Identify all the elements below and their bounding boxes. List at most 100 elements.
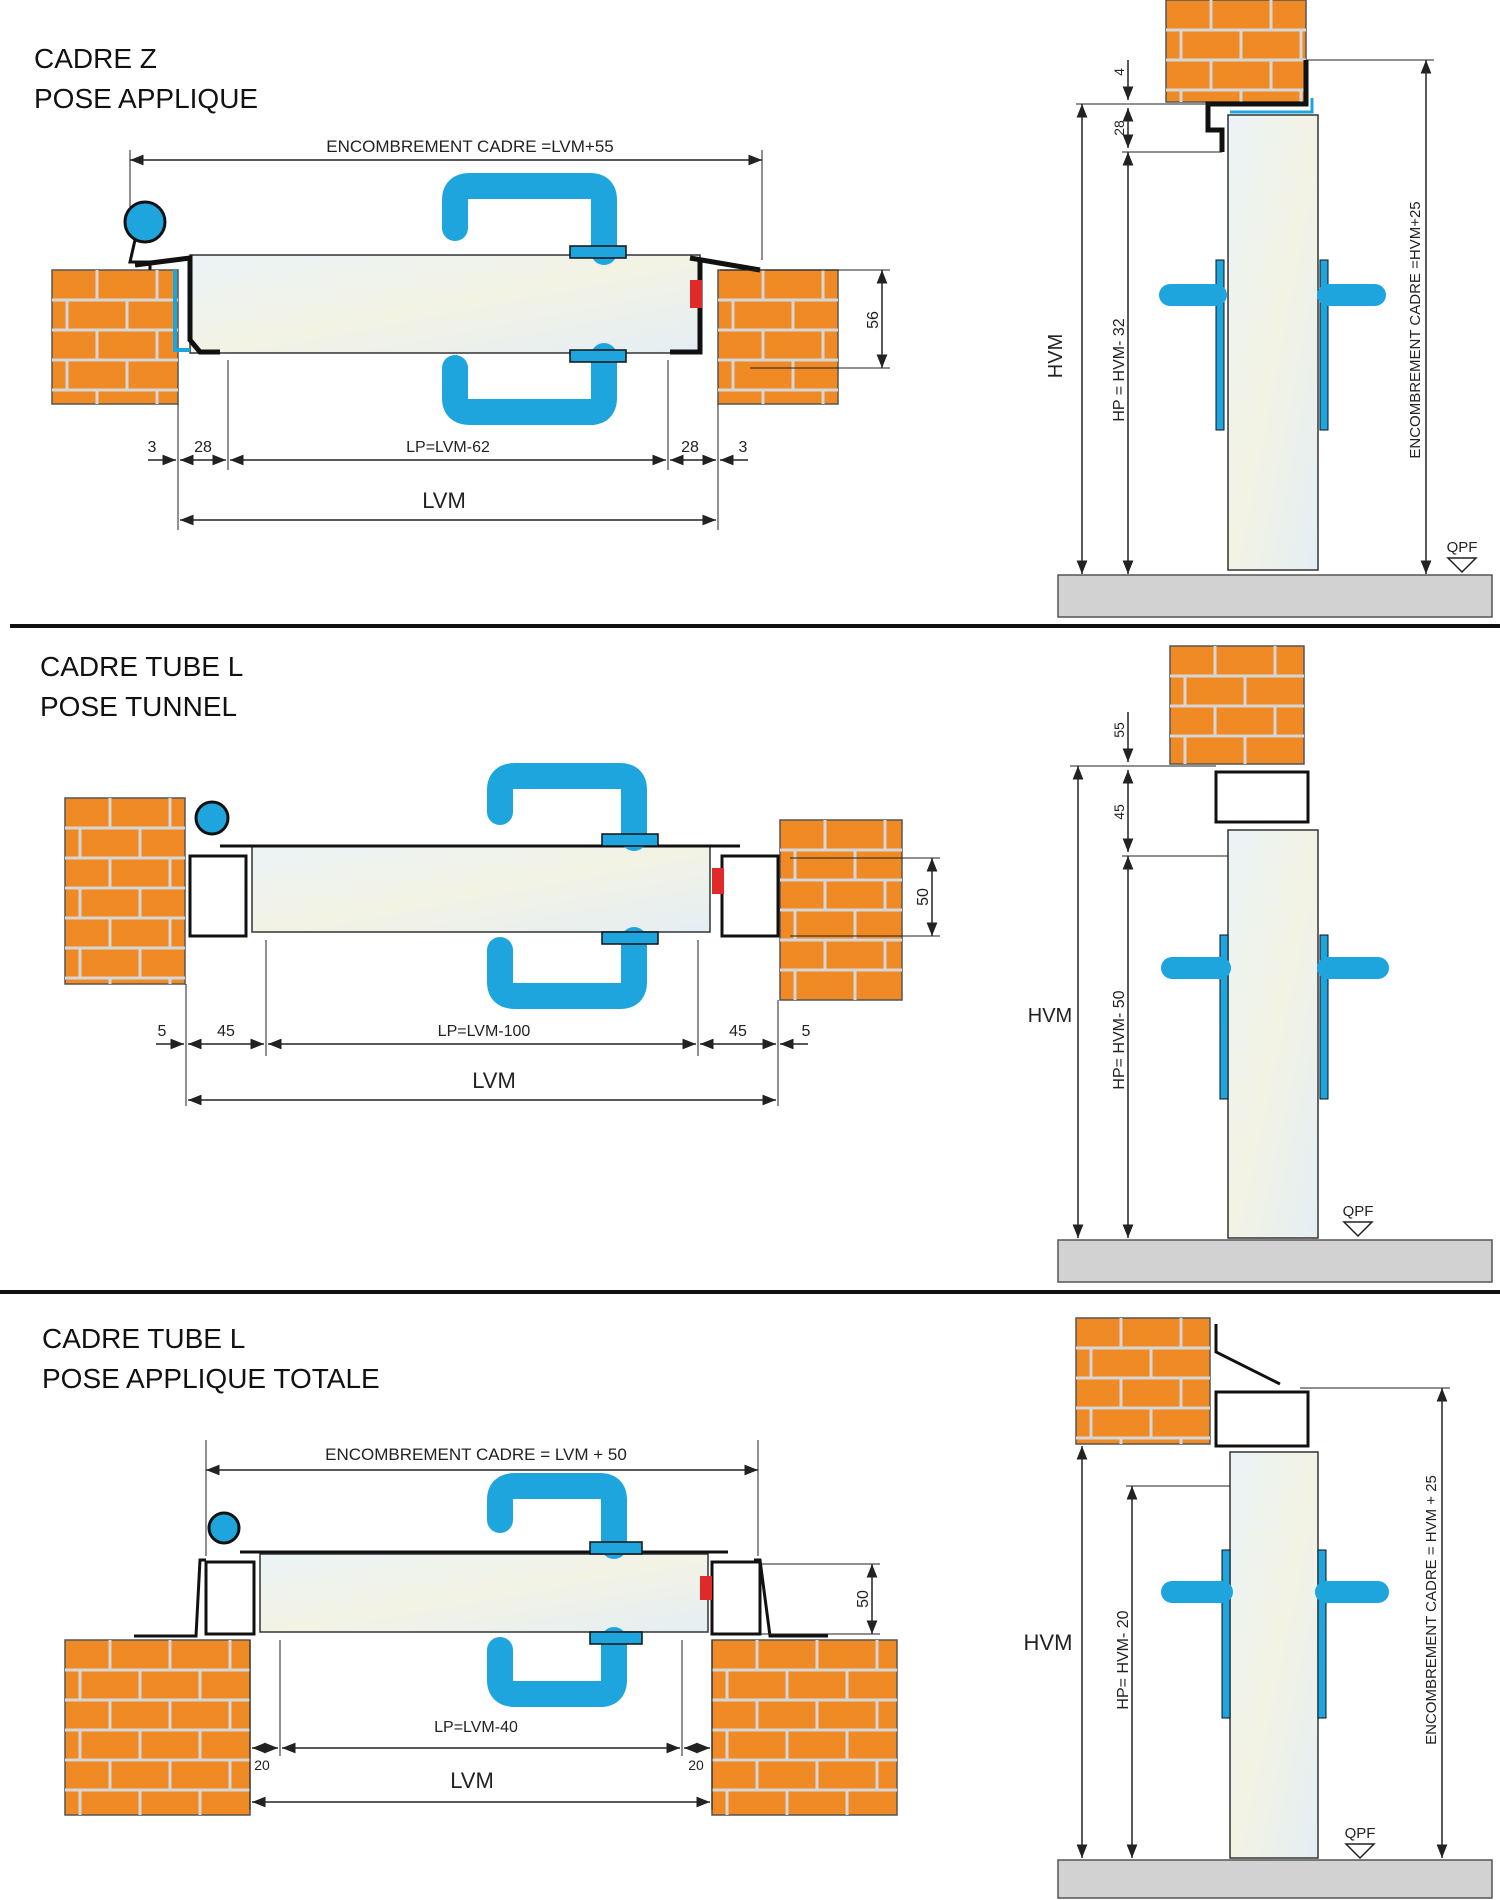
seal-icon bbox=[712, 868, 724, 894]
section-title-line2: POSE APPLIQUE TOTALE bbox=[42, 1363, 380, 1394]
tube-frame-head bbox=[1214, 1390, 1310, 1448]
dim-frame-right: 28 bbox=[681, 439, 699, 456]
floor-level-label: QPF bbox=[1345, 1825, 1376, 1842]
section-title-line1: CADRE TUBE L bbox=[40, 651, 243, 682]
floor-level-icon bbox=[1344, 1843, 1376, 1860]
dim-lp: LP=LVM-62 bbox=[406, 439, 490, 456]
dim-hp: HP = HVM- 32 bbox=[1111, 318, 1128, 421]
dim-frame-right: 45 bbox=[729, 1023, 747, 1040]
dim-overall: ENCOMBREMENT CADRE =LVM+55 bbox=[326, 137, 614, 156]
floor bbox=[1057, 1239, 1493, 1283]
brick-mortar bbox=[718, 270, 838, 404]
tube-frame-right bbox=[720, 854, 780, 938]
hinge-arm bbox=[128, 239, 152, 270]
dim-lp: LP=LVM-100 bbox=[438, 1023, 531, 1040]
handle-rose bbox=[601, 931, 659, 945]
hinge-icon bbox=[194, 800, 230, 836]
tube-frame-left bbox=[204, 1560, 256, 1636]
dim-top-b: 45 bbox=[1111, 804, 1127, 820]
brick-lintel bbox=[1075, 1317, 1211, 1445]
handle-rose bbox=[1317, 1549, 1327, 1719]
frame-blue-profile bbox=[173, 270, 190, 352]
brick-wall-right bbox=[717, 269, 839, 405]
handle-rose bbox=[1319, 934, 1329, 1100]
door-leaf-section bbox=[1229, 1451, 1319, 1859]
dim-gap-left: 3 bbox=[148, 439, 157, 456]
brick-mortar bbox=[1170, 646, 1304, 764]
tube-frame-left bbox=[188, 854, 248, 938]
dim-overall: ENCOMBREMENT CADRE = LVM + 50 bbox=[325, 1445, 627, 1464]
z-frame-head bbox=[1205, 60, 1309, 152]
hinge-icon bbox=[207, 1511, 241, 1545]
dim-frame-left: 20 bbox=[254, 1757, 270, 1773]
angle-right bbox=[754, 1558, 828, 1638]
section-cadre-z: CADRE Z POSE APPLIQUE ENCOMBREMENT CADRE… bbox=[34, 0, 1493, 618]
floor-level-icon bbox=[1342, 1221, 1374, 1238]
handle-rose bbox=[589, 1541, 643, 1555]
door-handle-top-icon bbox=[442, 173, 617, 265]
door-leaf-section bbox=[1227, 829, 1319, 1239]
dim-gap-left: 5 bbox=[158, 1023, 167, 1040]
dim-top-b: 28 bbox=[1111, 120, 1127, 136]
dim-frame-left: 45 bbox=[217, 1023, 235, 1040]
dim-hvm: HVM bbox=[1024, 1630, 1073, 1655]
tube-frame-head bbox=[1214, 770, 1310, 824]
dim-overall-height: ENCOMBREMENT CADRE = HVM + 25 bbox=[1423, 1475, 1440, 1745]
section-title-line1: CADRE TUBE L bbox=[42, 1323, 245, 1354]
brick-mortar bbox=[1076, 1318, 1210, 1444]
brick-mortar bbox=[712, 1640, 897, 1815]
dim-hvm: HVM bbox=[1028, 1005, 1072, 1027]
dim-lvm: LVM bbox=[450, 1768, 494, 1793]
section-title-line2: POSE APPLIQUE bbox=[34, 83, 258, 114]
door-leaf-section bbox=[1227, 114, 1319, 571]
dim-top-a: 4 bbox=[1111, 68, 1127, 76]
hinge-icon bbox=[123, 200, 167, 244]
floor-level-icon bbox=[1446, 557, 1478, 574]
door-handle-bottom-icon bbox=[487, 1627, 627, 1707]
door-handle-top-icon bbox=[487, 1473, 627, 1559]
dim-depth: 50 bbox=[855, 1590, 872, 1608]
angle-left bbox=[134, 1558, 206, 1638]
dim-gap-right: 5 bbox=[802, 1023, 811, 1040]
handle-rose bbox=[1215, 259, 1225, 431]
brick-mortar bbox=[1166, 0, 1306, 102]
handle-rose bbox=[1319, 259, 1329, 431]
door-panel bbox=[259, 1553, 709, 1633]
z-frame-left bbox=[134, 255, 220, 355]
dim-lp: LP=LVM-40 bbox=[434, 1719, 518, 1736]
frame-blue-profile bbox=[1230, 98, 1314, 114]
dim-top-a: 55 bbox=[1111, 722, 1127, 738]
door-handle-bottom-icon bbox=[442, 343, 617, 425]
door-panel bbox=[251, 845, 711, 933]
dim-hp: HP= HVM- 50 bbox=[1111, 990, 1128, 1089]
dim-lvm: LVM bbox=[422, 488, 466, 513]
brick-wall-left bbox=[64, 797, 186, 985]
dim-depth: 50 bbox=[915, 888, 932, 906]
section-title-line1: CADRE Z bbox=[34, 43, 157, 74]
dim-depth: 56 bbox=[865, 311, 882, 329]
dim-frame-left: 28 bbox=[194, 439, 212, 456]
floor bbox=[1057, 1859, 1493, 1899]
dim-hp: HP= HVM- 20 bbox=[1115, 1610, 1132, 1709]
brick-mortar bbox=[65, 798, 185, 984]
handle-rose bbox=[569, 349, 627, 363]
handle-rose bbox=[1219, 934, 1229, 1100]
handle-rose bbox=[569, 245, 627, 259]
brick-mortar bbox=[65, 1640, 250, 1815]
section-cadre-tube-l-applique-totale: CADRE TUBE L POSE APPLIQUE TOTALE ENCOMB… bbox=[42, 1317, 1493, 1899]
door-panel bbox=[189, 254, 701, 354]
dim-gap-right: 3 bbox=[739, 439, 748, 456]
angle-head bbox=[1214, 1324, 1281, 1386]
dim-hvm: HVM bbox=[1045, 334, 1067, 378]
floor bbox=[1057, 574, 1493, 618]
floor-level-label: QPF bbox=[1447, 539, 1478, 556]
section-cadre-tube-l-tunnel: CADRE TUBE L POSE TUNNEL 50 5 45 LP=LVM-… bbox=[40, 645, 1493, 1283]
seal-icon bbox=[690, 280, 702, 308]
seal-icon bbox=[700, 1576, 712, 1600]
tube-frame-right bbox=[710, 1560, 762, 1636]
handle-rose bbox=[601, 833, 659, 847]
brick-lintel bbox=[1165, 0, 1307, 103]
handle-rose bbox=[1221, 1549, 1231, 1719]
handle-rose bbox=[589, 1631, 643, 1645]
